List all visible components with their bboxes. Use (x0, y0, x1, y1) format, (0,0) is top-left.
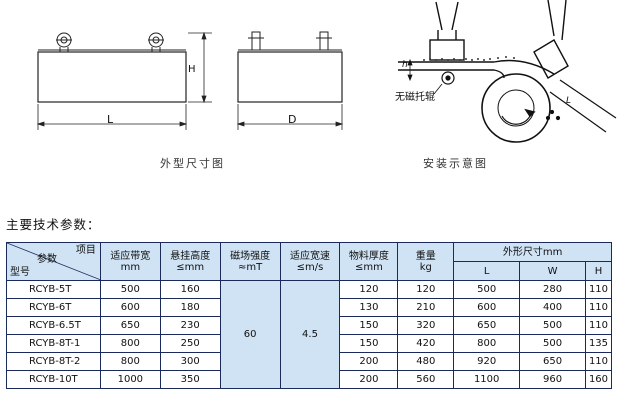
cell-weight: 480 (397, 352, 455, 371)
roller-icon (441, 71, 455, 85)
header-height: 悬挂高度≤mm (159, 242, 221, 281)
cell-L: 800 (453, 334, 521, 353)
cell-height: 250 (159, 334, 221, 353)
outline-caption: 外型尺寸图 (160, 157, 225, 170)
cell-thickness: 200 (339, 352, 399, 371)
corner-bottom: 型号 (10, 267, 30, 278)
cell-L: 920 (453, 352, 521, 371)
cell-model: RCYB-8T-1 (6, 334, 101, 353)
dim-label-D: D (288, 113, 297, 126)
table-row: RCYB-8T-2 800 300 200 480 920 650 110 (6, 352, 613, 371)
cell-model: RCYB-8T-2 (6, 352, 101, 371)
cell-width: 800 (99, 334, 161, 353)
cell-width: 800 (99, 352, 161, 371)
cell-H: 110 (584, 316, 613, 335)
dim-label-L: L (107, 113, 114, 126)
cell-height: 350 (159, 370, 221, 389)
corner-middle: 参数 (37, 254, 57, 265)
install-diagram (398, 0, 617, 143)
label-h: h (402, 60, 408, 70)
cell-model: RCYB-10T (6, 370, 101, 389)
table-row: RCYB-10T 1000 350 200 560 1100 960 160 (6, 370, 613, 389)
cell-height: 180 (159, 298, 221, 317)
cell-W: 960 (519, 370, 586, 389)
cell-field-strength: 60 (219, 280, 281, 389)
cell-width: 1000 (99, 370, 161, 389)
cell-thickness: 120 (339, 280, 399, 299)
cell-width: 650 (99, 316, 161, 335)
pulley-icon (481, 73, 551, 143)
header-dims: 外形尺寸mm (453, 242, 612, 262)
cell-height: 230 (159, 316, 221, 335)
cell-weight: 120 (397, 280, 455, 299)
cell-model: RCYB-6.5T (6, 316, 101, 335)
header-dim-W: W (519, 261, 586, 281)
cell-W: 500 (519, 334, 586, 353)
dim-label-H: H (188, 64, 196, 75)
cell-L: 600 (453, 298, 521, 317)
header-dim-H: H (584, 261, 613, 281)
roller-label: 无磁托辊 (395, 92, 435, 103)
header-dim-L: L (453, 261, 521, 281)
cell-L: 1100 (453, 370, 521, 389)
corner-header: 项目 参数 型号 (6, 242, 101, 281)
lifting-eye-icon (56, 32, 164, 52)
cell-weight: 210 (397, 298, 455, 317)
cell-W: 650 (519, 352, 586, 371)
cell-model: RCYB-6T (6, 298, 101, 317)
cell-weight: 560 (397, 370, 455, 389)
cell-width: 500 (99, 280, 161, 299)
cell-H: 160 (584, 370, 613, 389)
cell-H: 110 (584, 352, 613, 371)
section-title: 主要技术参数： (6, 217, 101, 232)
cell-model: RCYB-5T (6, 280, 101, 299)
cell-width: 600 (99, 298, 161, 317)
cell-L: 500 (453, 280, 521, 299)
corner-top: 项目 (75, 245, 96, 256)
outline-side-view (236, 31, 344, 130)
cell-weight: 420 (397, 334, 455, 353)
cell-speed: 4.5 (279, 280, 341, 389)
cell-H: 110 (584, 298, 613, 317)
table-row: RCYB-6.5T 650 230 150 320 650 500 110 (6, 316, 613, 335)
cell-height: 160 (159, 280, 221, 299)
cell-thickness: 130 (339, 298, 399, 317)
cell-H: 110 (584, 280, 613, 299)
cell-H: 135 (584, 334, 613, 353)
table-row: RCYB-6T 600 180 130 210 600 400 110 (6, 298, 613, 317)
header-speed: 适应宽速≤m/s (279, 242, 341, 281)
cell-thickness: 150 (339, 334, 399, 353)
cell-thickness: 150 (339, 316, 399, 335)
cell-W: 280 (519, 280, 586, 299)
header-thickness: 物料厚度≤mm (339, 242, 399, 281)
cell-W: 400 (519, 298, 586, 317)
cell-weight: 320 (397, 316, 455, 335)
header-field: 磁场强度≈mT (219, 242, 281, 281)
table-row: RCYB-5T 500 160 60 4.5 120 120 500 280 1… (6, 280, 613, 389)
cell-thickness: 200 (339, 370, 399, 389)
label-L-install: L (566, 96, 572, 106)
install-caption: 安装示意图 (423, 157, 488, 170)
cell-height: 300 (159, 352, 221, 371)
cell-W: 500 (519, 316, 586, 335)
outline-front-view (36, 31, 212, 130)
cell-L: 650 (453, 316, 521, 335)
